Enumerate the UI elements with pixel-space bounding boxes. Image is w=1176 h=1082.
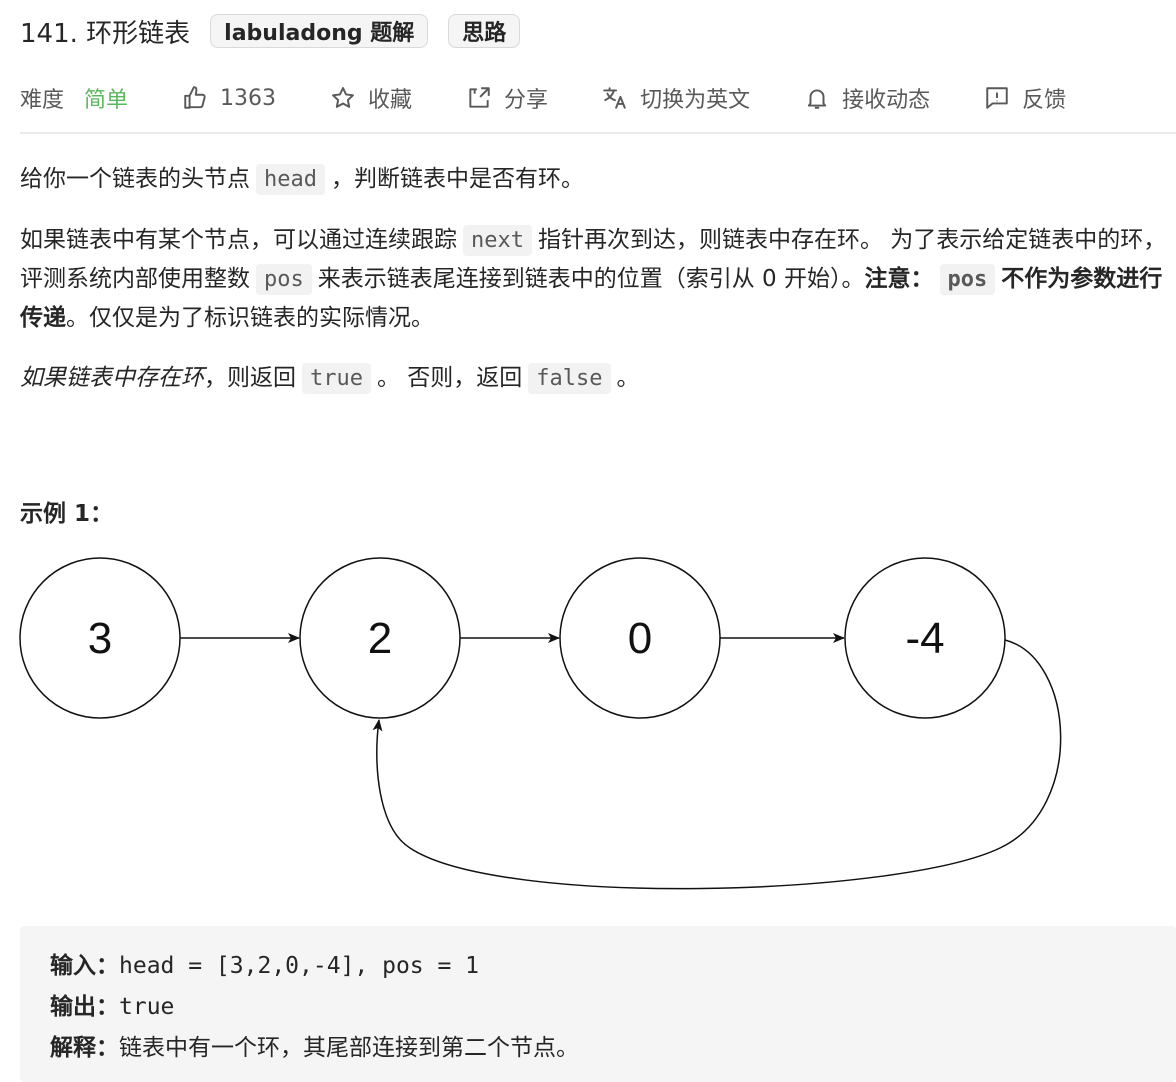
example-io-block: 输入：head = [3,2,0,-4], pos = 1 输出：true 解释… xyxy=(20,926,1176,1082)
input-label: 输入： xyxy=(50,953,119,979)
favorite-label: 收藏 xyxy=(368,88,413,113)
feedback-label: 反馈 xyxy=(1022,88,1067,113)
difficulty-value: 简单 xyxy=(84,88,129,113)
favorite-button[interactable]: 收藏 xyxy=(330,82,412,114)
explanation-value: 链表中有一个环，其尾部连接到第二个节点。 xyxy=(119,1035,579,1061)
note-bold-text: 不作为参数进行传递 xyxy=(20,266,1163,331)
output-label: 输出： xyxy=(50,994,119,1020)
inline-code-false: false xyxy=(528,363,611,394)
example-title: 示例 1： xyxy=(20,501,114,527)
example-input-line: 输入：head = [3,2,0,-4], pos = 1 xyxy=(50,946,1146,987)
tag-labuladong-solution[interactable]: labuladong 题解 xyxy=(210,14,429,48)
feedback-icon xyxy=(986,87,1008,109)
linked-list-diagram: 3 2 0 -4 xyxy=(19,557,1062,890)
note-label: 注意： xyxy=(864,266,934,292)
inline-code-pos-bold: pos xyxy=(939,264,996,295)
list-node-value: 2 xyxy=(368,614,392,663)
list-node-value: 0 xyxy=(628,614,652,663)
bell-icon xyxy=(807,89,827,109)
switch-language-label: 切换为英文 xyxy=(640,88,751,113)
switch-language-button[interactable]: 切换为英文 xyxy=(602,82,750,114)
like-count: 1363 xyxy=(220,85,277,111)
star-icon xyxy=(332,87,354,108)
inline-code-head: head xyxy=(256,164,325,195)
thumbs-up-icon xyxy=(184,86,206,109)
title-row: 141. 环形链表 labuladong 题解 思路 xyxy=(20,10,540,52)
output-value: true xyxy=(119,994,175,1020)
inline-code-pos: pos xyxy=(256,264,312,295)
example-explanation-line: 解释：链表中有一个环，其尾部连接到第二个节点。 xyxy=(50,1028,1146,1069)
difficulty-label: 难度 xyxy=(20,88,65,113)
cycle-pointer-arrow xyxy=(372,639,1062,890)
translate-icon xyxy=(603,87,626,109)
problem-title: 141. 环形链表 xyxy=(20,18,191,49)
inline-code-true: true xyxy=(302,363,371,394)
share-button[interactable]: 分享 xyxy=(466,82,548,114)
share-label: 分享 xyxy=(504,88,549,113)
input-value: head = [3,2,0,-4], pos = 1 xyxy=(119,953,480,979)
example-output-line: 输出：true xyxy=(50,987,1146,1028)
explanation-label: 解释： xyxy=(50,1035,119,1061)
like-button[interactable]: 1363 xyxy=(182,85,276,111)
tag-approach[interactable]: 思路 xyxy=(448,14,521,48)
list-node-value: -4 xyxy=(905,614,944,663)
list-node-value: 3 xyxy=(88,614,112,663)
inline-code-next: next xyxy=(463,225,532,256)
difficulty: 难度 简单 xyxy=(20,82,128,114)
meta-toolbar: 难度 简单 1363 收藏 分享 xyxy=(20,64,1176,134)
feedback-button[interactable]: 反馈 xyxy=(984,82,1066,114)
subscribe-button[interactable]: 接收动态 xyxy=(804,82,930,114)
subscribe-label: 接收动态 xyxy=(842,88,931,113)
list-node-circle xyxy=(844,557,1006,719)
italic-condition: 如果链表中存在环 xyxy=(20,365,204,391)
share-icon xyxy=(469,87,490,108)
